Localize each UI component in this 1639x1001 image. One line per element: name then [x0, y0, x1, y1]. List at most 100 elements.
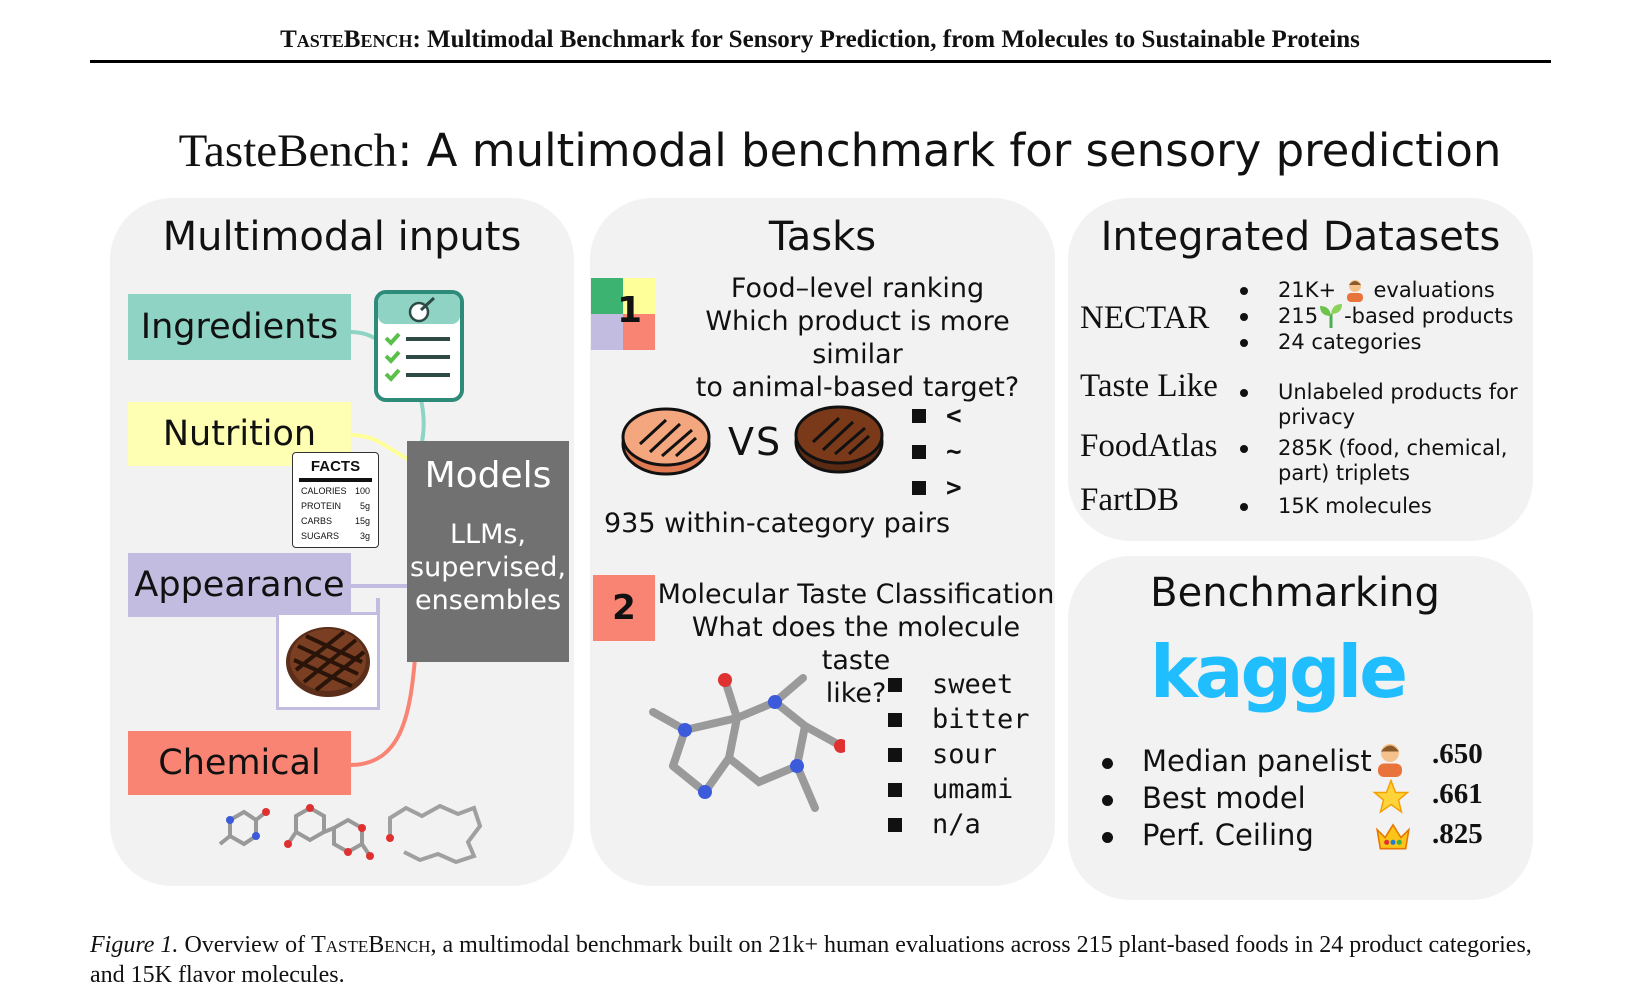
crown-icon: [1375, 823, 1411, 850]
badge-quad-green: [591, 278, 623, 314]
badge-quad-purple: [591, 314, 623, 350]
person-icon: [1346, 280, 1363, 302]
bullet-icon: [888, 712, 902, 727]
task2-question: What does the molecule taste: [691, 612, 1021, 676]
ranking-option-symbol: >: [946, 473, 962, 503]
molecule-image: [649, 673, 845, 812]
foodatlas-description: 285K (food, chemical, part) triplets: [1278, 436, 1507, 486]
burger-patty-image: [276, 612, 380, 710]
taste-class-item: bitter: [888, 702, 1048, 737]
plant-patty-icon: [621, 407, 711, 476]
facts-row: PROTEIN 5g: [301, 501, 370, 511]
taste-class-label: sweet: [932, 669, 1014, 700]
tasks-panel: [590, 198, 1055, 886]
taste-class-item: umami: [888, 772, 1048, 807]
bullet-icon: [1240, 389, 1248, 397]
bullet-icon: [912, 409, 926, 423]
nutrition-connector: [349, 433, 411, 462]
bullet-icon: [1240, 287, 1248, 295]
badge-quad-yellow: [623, 278, 655, 314]
nectar-evaluations-count: 21K+: [1278, 278, 1337, 302]
facts-row-value: 5g: [359, 501, 370, 511]
taste-class-list: sweet bitter sour umami n/a: [888, 667, 1048, 842]
bench-label-best-model: Best model: [1142, 781, 1306, 815]
header-rule: [90, 60, 1551, 63]
chemical-connector: [349, 657, 417, 767]
taste-class-label: umami: [932, 774, 1014, 805]
bullet-icon: [888, 677, 902, 692]
task1-title: Food–level ranking: [730, 273, 985, 304]
models-line: ensembles: [414, 585, 562, 616]
models-description: LLMs, supervised, ensembles: [407, 518, 569, 617]
dataset-name-fartdb: FartDB: [1080, 482, 1179, 518]
models-line: LLMs,: [449, 519, 527, 550]
datasets-panel-title: Integrated Datasets: [1100, 214, 1501, 260]
ranking-options: < ~ >: [912, 398, 982, 506]
ranking-option: ~: [912, 434, 982, 470]
task1-description: Food–level ranking Which product is more…: [660, 272, 1055, 404]
benchmarking-panel-title: Benchmarking: [1150, 570, 1440, 616]
task1-badge: 1: [591, 278, 655, 350]
nectar-evaluations-label: evaluations: [1373, 278, 1495, 302]
models-box: Models LLMs, supervised, ensembles: [407, 441, 569, 662]
chemical-box: Chemical: [128, 731, 351, 795]
bullet-icon: [912, 481, 926, 495]
bullet-icon: [888, 747, 902, 762]
ingredients-box: Ingredients: [128, 294, 351, 360]
bullet-icon: [1240, 503, 1248, 511]
caption-figure-label: Figure 1.: [90, 932, 179, 958]
caption-text: Overview of: [178, 932, 312, 958]
header-title: : Multimodal Benchmark for Sensory Predi…: [412, 26, 1360, 53]
facts-row-value: 15g: [354, 516, 370, 526]
dataset-name-nectar: NECTAR: [1080, 300, 1210, 336]
task1-pairs-count: 935 within-category pairs: [604, 508, 951, 539]
bench-value-best-model: .661: [1432, 778, 1483, 810]
bench-value-median-panelist: .650: [1432, 738, 1483, 770]
bench-label-median-panelist: Median panelist: [1142, 744, 1372, 778]
nectar-products: 215-based products: [1278, 304, 1513, 329]
task2-description: Molecular Taste Classification What does…: [656, 578, 1056, 710]
ranking-option-symbol: ~: [946, 437, 962, 467]
facts-row-value: 3g: [359, 531, 370, 541]
bullet-icon: [888, 782, 902, 797]
facts-divider: [299, 478, 372, 482]
vs-label: VS: [728, 420, 783, 464]
main-title-rest: : A multimodal benchmark for sensory pre…: [397, 124, 1502, 177]
person-icon: [1378, 744, 1402, 777]
meat-patty-icon: [794, 405, 884, 474]
inputs-panel-title: Multimodal inputs: [162, 214, 522, 260]
facts-row-label: SUGARS: [301, 531, 340, 541]
bullet-icon: [888, 817, 902, 832]
caption-brand: TasteBench: [311, 932, 431, 958]
facts-row-label: PROTEIN: [301, 501, 342, 511]
tastelike-line: Unlabeled products for: [1278, 380, 1518, 404]
nectar-evaluations: 21K+ evaluations: [1278, 278, 1495, 303]
bullet-icon: [1240, 339, 1248, 347]
bench-value-perf-ceiling: .825: [1432, 818, 1483, 850]
tasks-panel-title: Tasks: [768, 214, 877, 260]
dataset-name-foodatlas: FoodAtlas: [1080, 428, 1218, 464]
taste-class-item: sour: [888, 737, 1048, 772]
datasets-panel: [1068, 198, 1533, 541]
dataset-name-tastelike: Taste Like: [1080, 368, 1218, 404]
tastelike-description: Unlabeled products for privacy: [1278, 380, 1518, 430]
models-line: supervised,: [410, 552, 566, 583]
bullet-icon: [1102, 758, 1113, 769]
bullet-icon: [1240, 445, 1248, 453]
taste-class-item: sweet: [888, 667, 1048, 702]
facts-row-label: CALORIES: [301, 486, 347, 496]
bullet-icon: [912, 445, 926, 459]
taste-class-item: n/a: [888, 807, 1048, 842]
bench-label-perf-ceiling: Perf. Ceiling: [1142, 818, 1314, 852]
taste-class-label: sour: [932, 739, 998, 770]
nectar-products-count: 215: [1278, 304, 1319, 328]
appearance-box: Appearance: [128, 553, 351, 617]
models-title: Models: [424, 455, 552, 496]
bullet-icon: [1240, 313, 1248, 321]
ranking-option: <: [912, 398, 982, 434]
taste-class-label: n/a: [932, 809, 981, 840]
bullet-icon: [1102, 795, 1113, 806]
header-brand: TasteBench: [280, 26, 413, 53]
foodatlas-line: 285K (food, chemical,: [1278, 436, 1508, 460]
